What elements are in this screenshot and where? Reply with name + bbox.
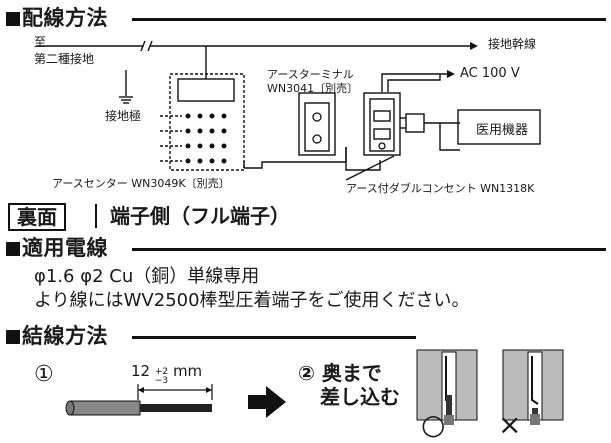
wire-spec-line1: φ1.6 φ2 Cu（銅）単線専用 bbox=[34, 266, 260, 287]
earth-terminal-label: アースターミナル bbox=[267, 68, 354, 81]
arrow-right-icon bbox=[470, 42, 478, 50]
section-rule bbox=[132, 18, 606, 21]
to-label: 至 bbox=[34, 35, 47, 49]
step2-line2: 差し込む bbox=[320, 385, 400, 409]
strip-length: 12 +2 −3 mm bbox=[131, 362, 202, 386]
section-rule bbox=[132, 248, 606, 251]
strip-tolerance: +2 −3 bbox=[155, 368, 168, 386]
section-rule bbox=[132, 336, 416, 339]
wire-spec-line2: より線にはWV2500棒型圧着端子をご使用ください。 bbox=[34, 290, 470, 311]
ng-mark-icon: × bbox=[498, 408, 522, 441]
step1-number: ① bbox=[34, 362, 54, 387]
strip-unit: mm bbox=[172, 362, 203, 380]
strip-tol-minus: −3 bbox=[154, 376, 169, 386]
ground-trunk-label: 接地幹線 bbox=[488, 37, 537, 51]
ac-100v-label: AC 100 V bbox=[460, 66, 520, 81]
section-title-text: 配線方法 bbox=[22, 6, 108, 30]
section-square-icon bbox=[6, 12, 20, 26]
second-class-ground-label: 第二種接地 bbox=[34, 52, 95, 66]
duplex-outlet-label: アース付ダブルコンセント WN1318K bbox=[346, 182, 535, 195]
back-side-tag: 裏面 bbox=[8, 203, 66, 231]
section-title-text: 結線方法 bbox=[22, 324, 108, 348]
arrow-right-icon bbox=[248, 386, 286, 418]
section-square-icon bbox=[6, 330, 20, 344]
strip-tol-plus: +2 bbox=[154, 367, 169, 377]
medical-equipment-label: 医用機器 bbox=[476, 123, 529, 138]
step2-number: ② bbox=[298, 361, 315, 385]
tag-divider bbox=[95, 204, 97, 228]
section-title-applicable: 適用電線 bbox=[6, 236, 108, 260]
step2: ② 奥まで bbox=[298, 362, 382, 384]
step2-line1: 奥まで bbox=[321, 361, 382, 385]
strip-length-value: 12 bbox=[131, 362, 151, 380]
ground-electrode-label: 接地極 bbox=[105, 109, 142, 123]
section-title-wiring: 配線方法 bbox=[6, 6, 108, 30]
ok-mark-icon: ○ bbox=[421, 408, 446, 441]
earth-center-label: アースセンター WN3049K〔別売〕 bbox=[52, 177, 230, 190]
section-title-text: 適用電線 bbox=[22, 236, 108, 260]
section-title-connection: 結線方法 bbox=[6, 324, 108, 348]
section-square-icon bbox=[6, 242, 20, 256]
earth-terminal-model-label: WN3041〔別売〕 bbox=[267, 82, 359, 95]
terminal-side-text: 端子側（フル端子） bbox=[110, 204, 290, 228]
